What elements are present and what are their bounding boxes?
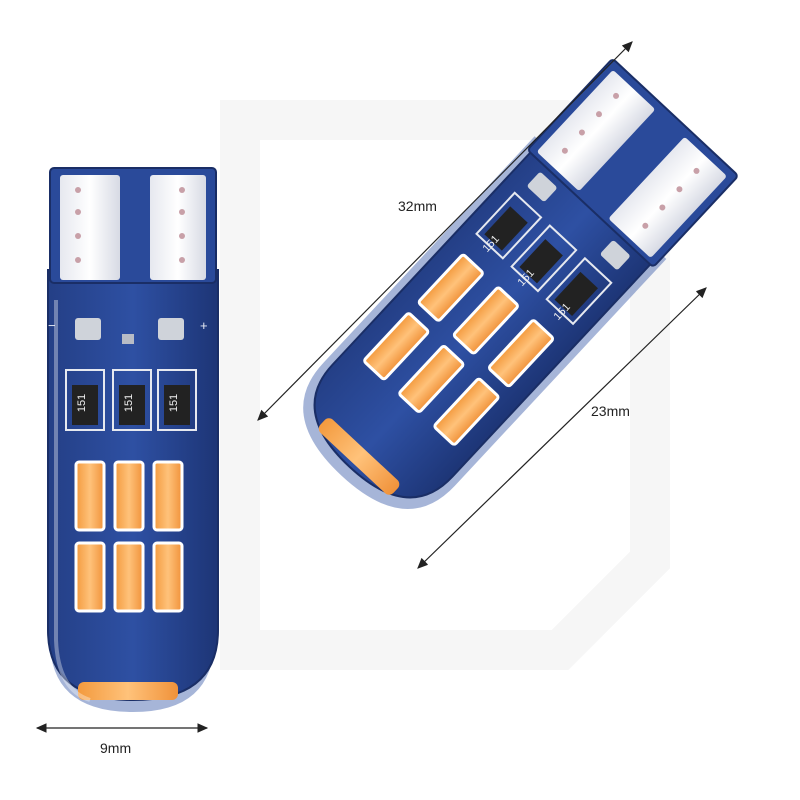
length-label: 32mm (398, 198, 437, 214)
bulb-left-solder-minus (75, 318, 101, 340)
bulb-left (47, 167, 219, 712)
bulb-right-pad-right (609, 137, 726, 257)
bulb-left-leds (74, 460, 184, 700)
bulb-left-solder-mid (122, 334, 134, 344)
resistor-marking: 151 (123, 393, 136, 413)
dim-length-line (257, 41, 633, 421)
bulb-left-solder-plus (158, 318, 184, 340)
body-length-label: 23mm (591, 403, 630, 419)
dim-body-line (417, 287, 707, 569)
pad-plus-label: + (200, 318, 208, 333)
resistor-marking: 151 (76, 393, 89, 413)
width-label: 9mm (100, 740, 132, 756)
pad-minus-label: − (48, 318, 56, 333)
bulb-left-pad-right (150, 175, 206, 280)
bulb-left-pad-holes (75, 187, 185, 263)
bulb-left-resistors (65, 369, 197, 431)
resistor-marking: 151 (168, 393, 181, 413)
bulb-left-pad-left (60, 175, 120, 280)
